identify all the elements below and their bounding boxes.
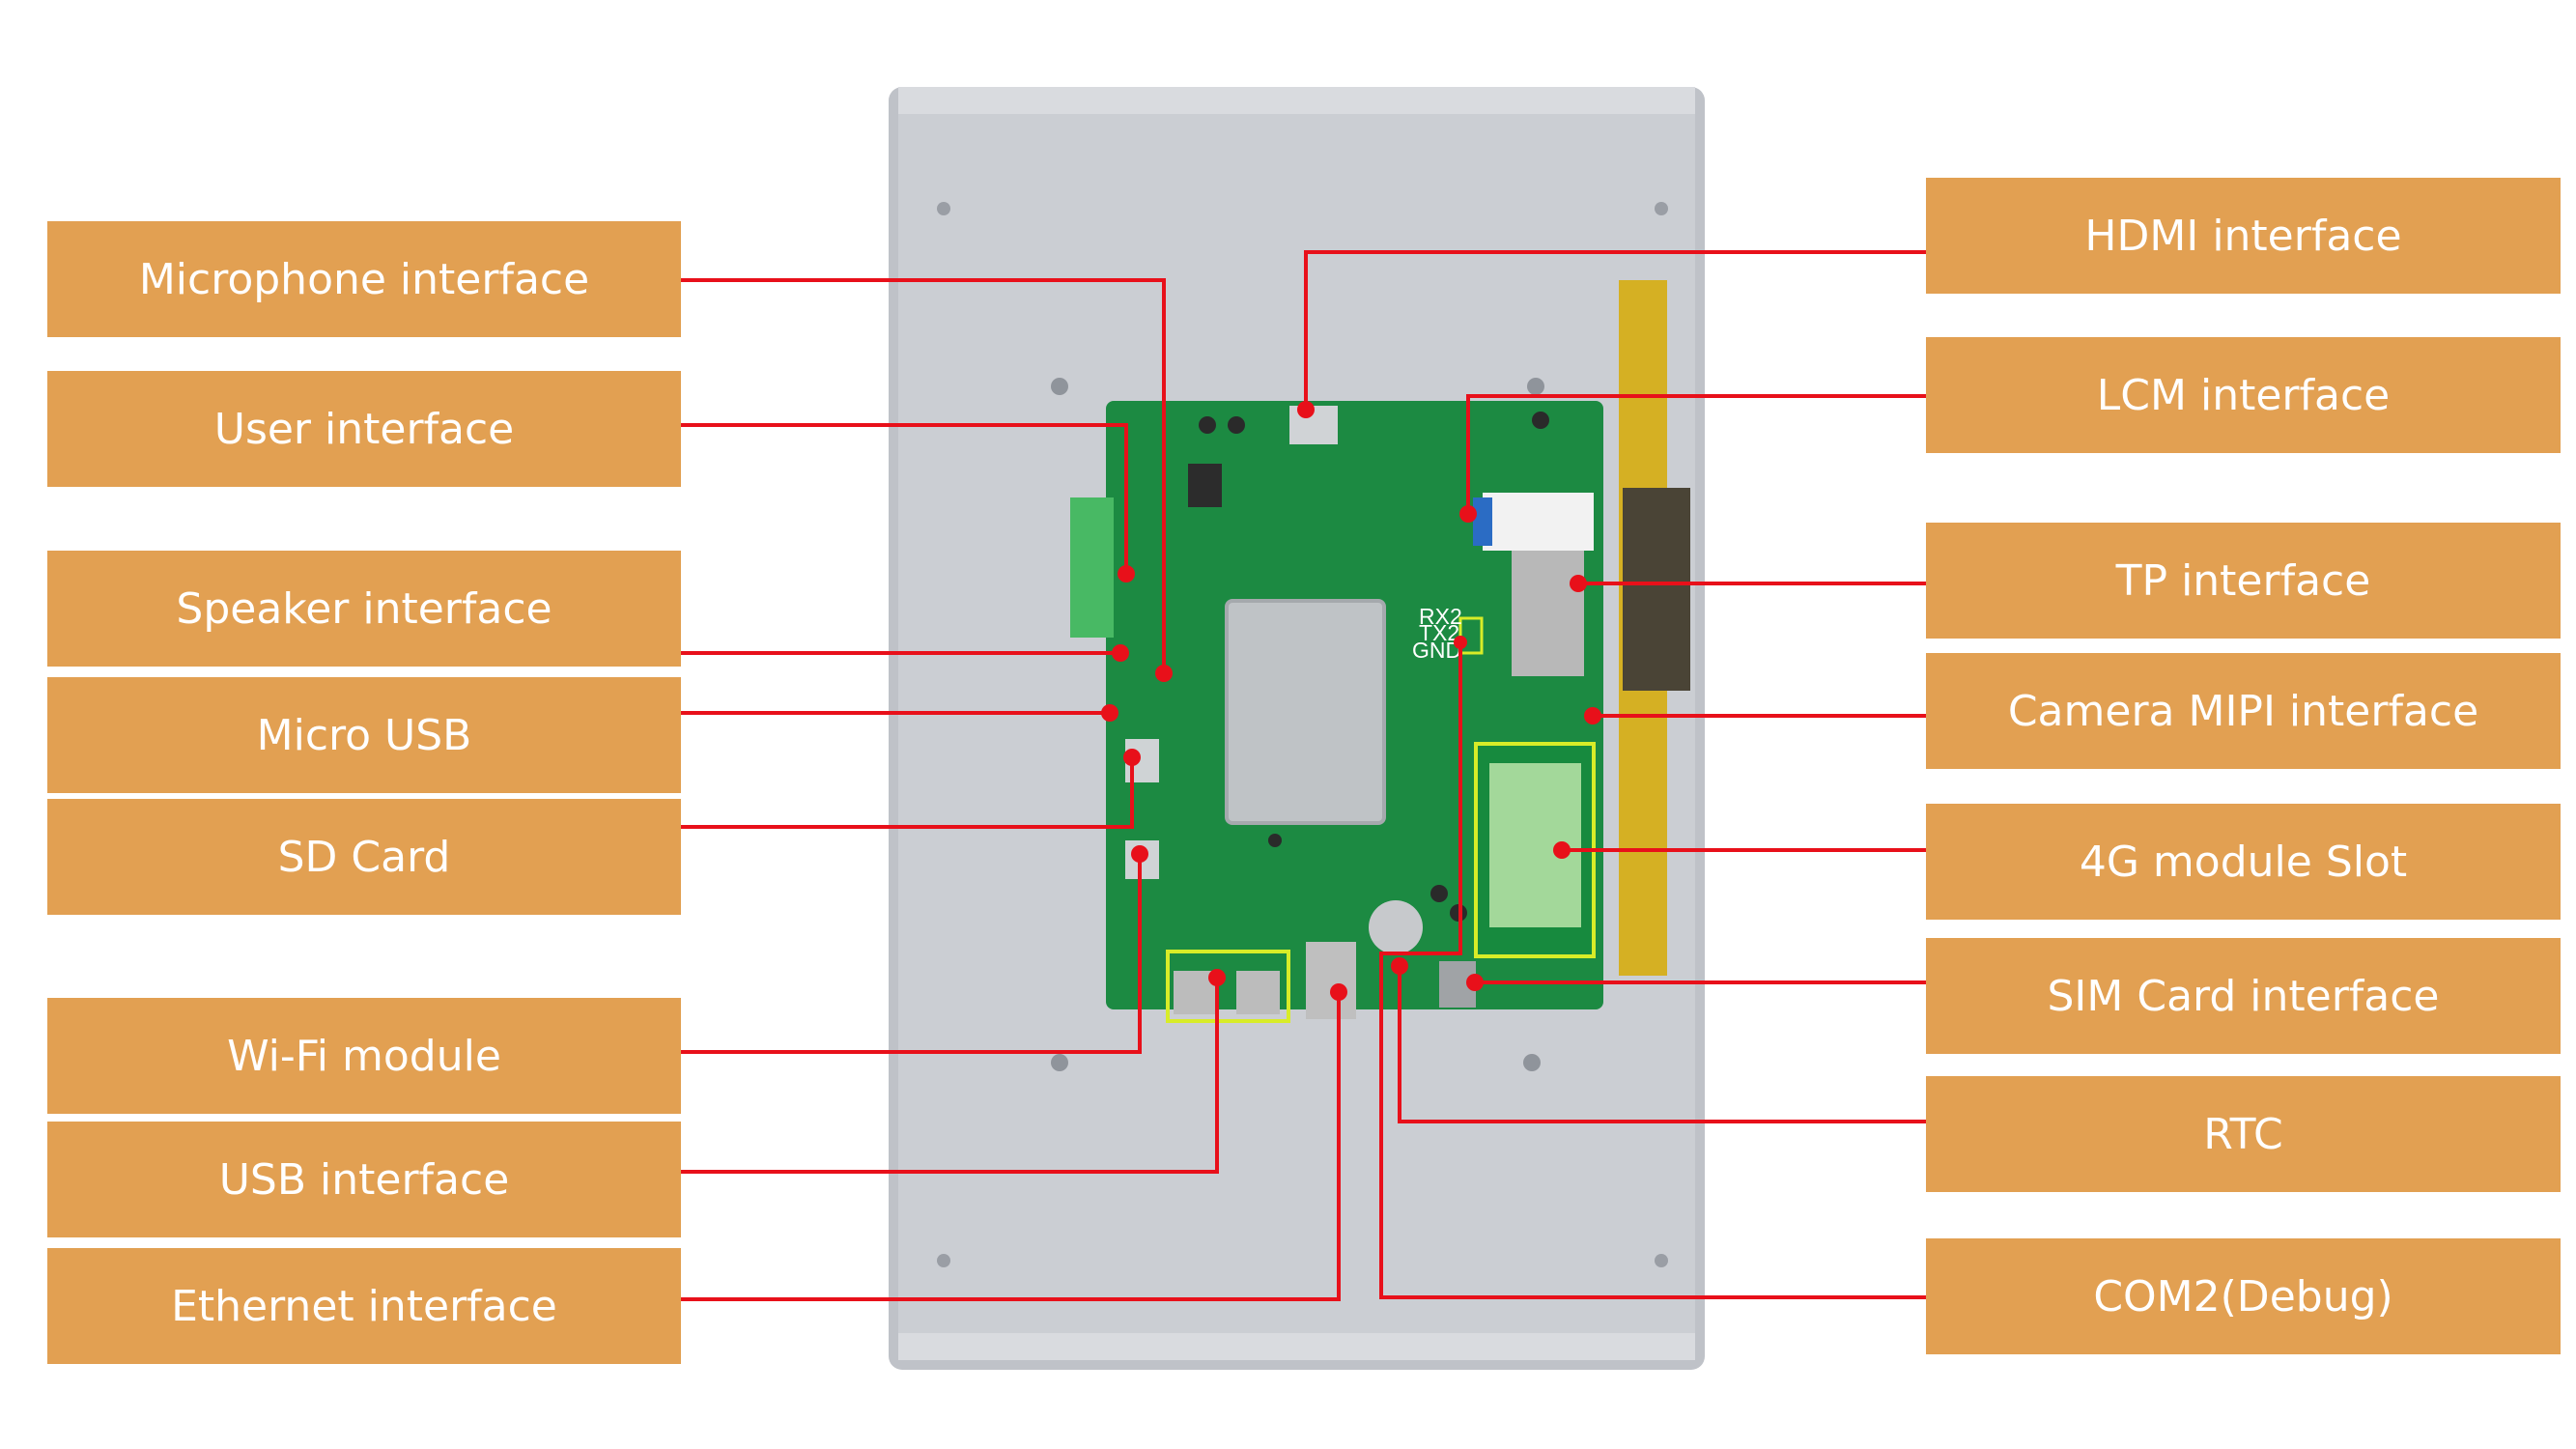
label-hdmi-interface: HDMI interface [1926,178,2561,294]
leader-lcm [1466,394,1926,514]
usb-ports-highlight [1166,950,1290,1023]
leader-user [681,423,1128,574]
label-user-interface: User interface [47,371,681,487]
leader-rtc [1398,966,1926,1123]
label-4g-module-slot: 4G module Slot [1926,804,2561,920]
label-wifi-module: Wi-Fi module [47,998,681,1114]
label-rtc: RTC [1926,1076,2561,1192]
leader-ethernet [681,992,1341,1301]
label-com2-debug: COM2(Debug) [1926,1238,2561,1354]
label-camera-mipi-interface: Camera MIPI interface [1926,653,2561,769]
leader-microphone [681,278,1166,673]
leader-dots [1101,401,1601,1001]
label-microphone-interface: Microphone interface [47,221,681,337]
leader-hdmi [1304,250,1926,410]
silk-gnd: GND [1412,638,1461,663]
label-micro-usb: Micro USB [47,677,681,793]
label-tp-interface: TP interface [1926,523,2561,639]
label-lcm-interface: LCM interface [1926,337,2561,453]
silk-tx2: TX2 [1419,620,1459,645]
leader-wifi [681,854,1142,1054]
label-sim-card-interface: SIM Card interface [1926,938,2561,1054]
leader-usb [681,978,1219,1174]
pcb-board: RX2 TX2 GND [1070,401,1603,1023]
label-sd-card: SD Card [47,799,681,915]
leader-com2 [1379,642,1926,1299]
leader-sd-card [681,757,1134,829]
lcd-flex-connector [1623,488,1690,691]
silk-rx2: RX2 [1419,604,1462,629]
label-ethernet-interface: Ethernet interface [47,1248,681,1364]
label-speaker-interface: Speaker interface [47,551,681,667]
leader-lines [681,250,1926,1301]
label-usb-interface: USB interface [47,1122,681,1237]
